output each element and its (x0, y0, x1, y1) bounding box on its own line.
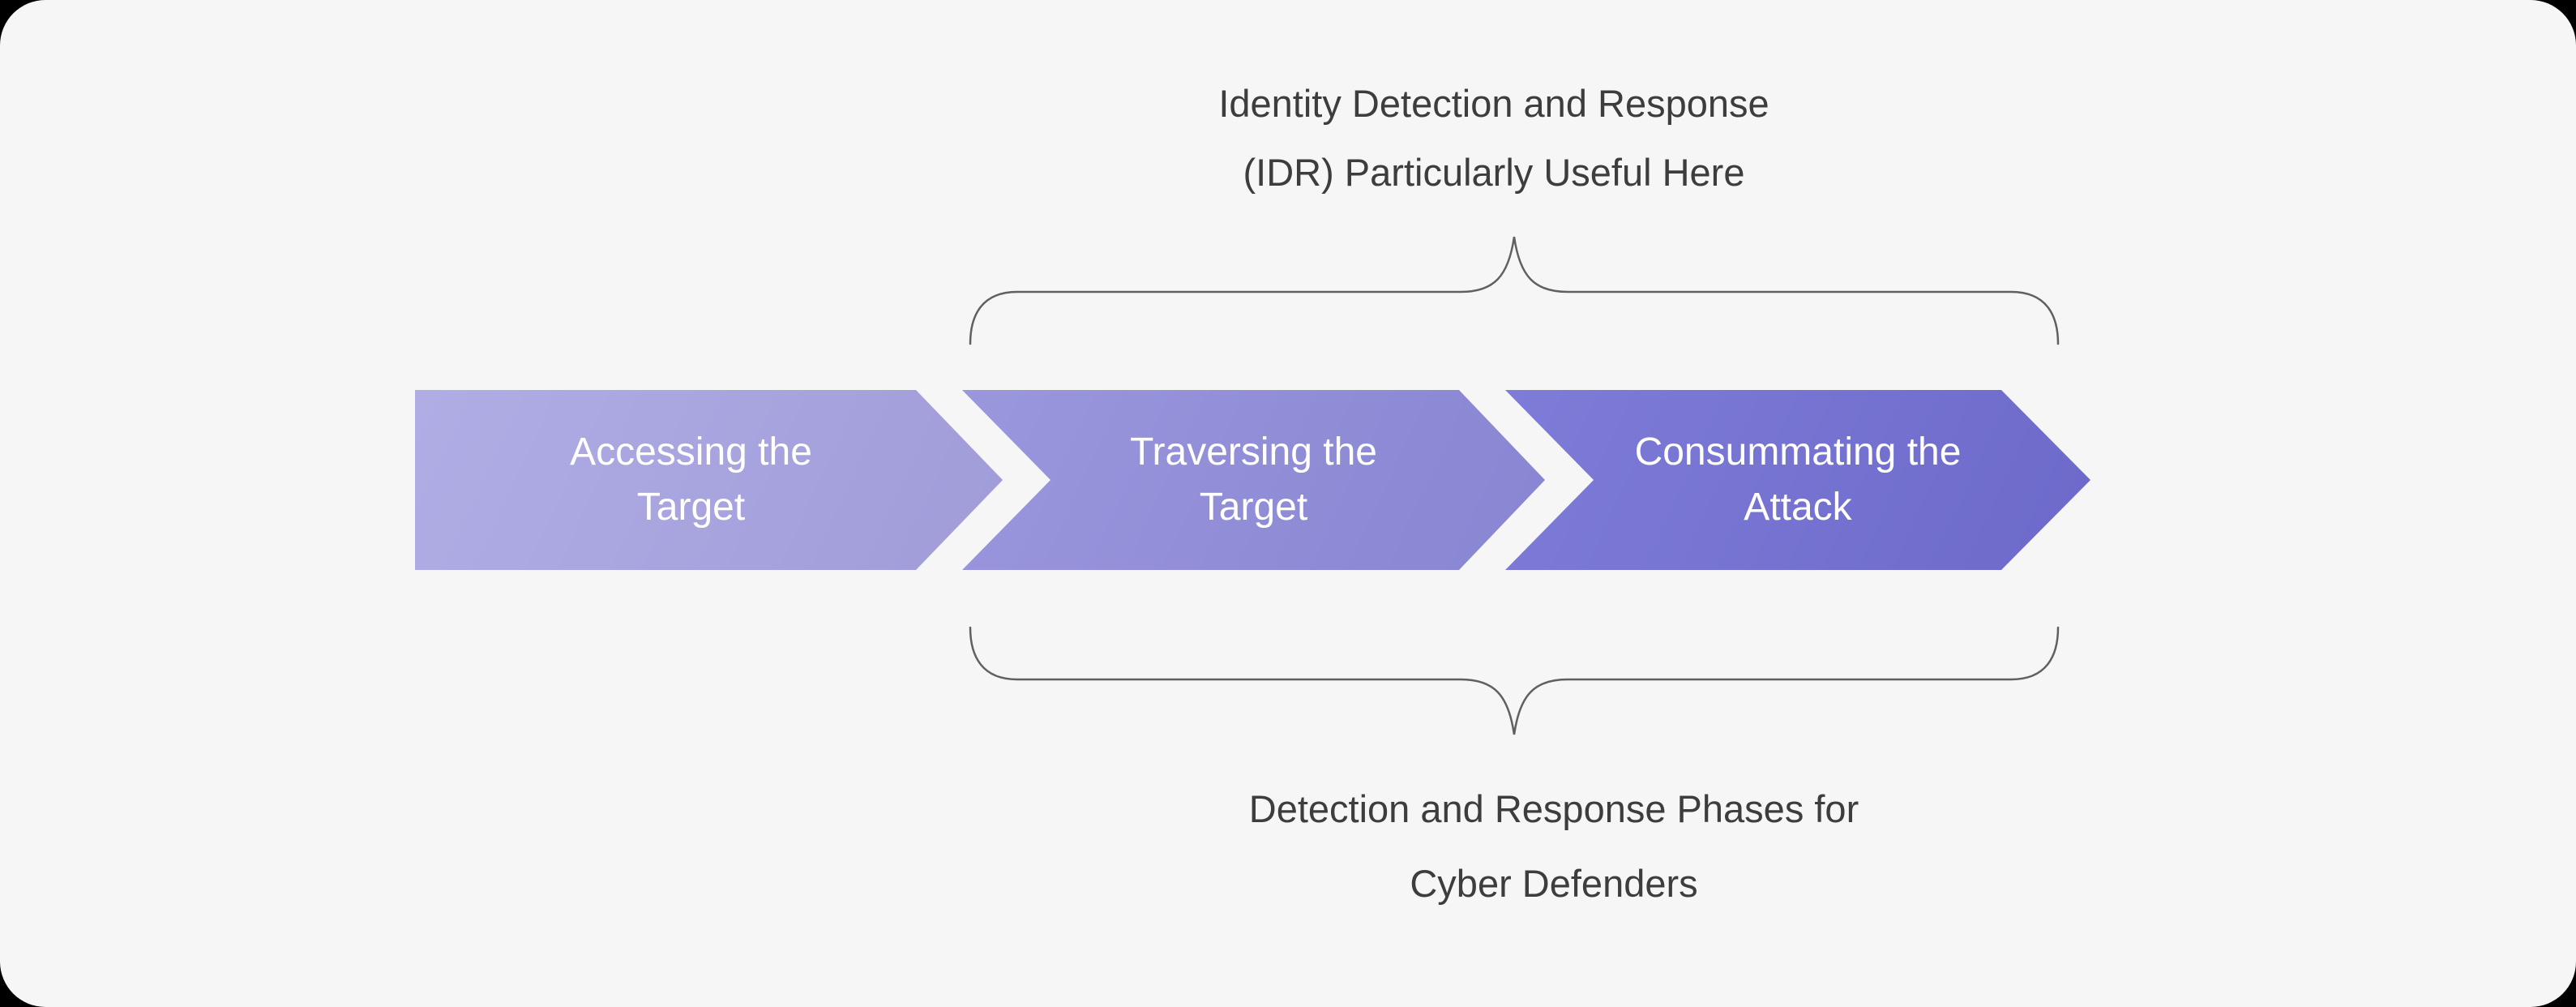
top-annotation-line2: (IDR) Particularly Useful Here (1243, 150, 1745, 194)
bottom-annotation-line1: Detection and Response Phases for (1248, 787, 1859, 830)
phase-arrow-consummating-the-attack: Consummating the Attack (1505, 390, 2090, 570)
arrow-label-line2: Attack (1744, 486, 1852, 529)
arrow-label-line1: Consummating the (1634, 430, 1962, 474)
bottom-annotation: Detection and Response Phases for Cyber … (1249, 772, 1859, 920)
arrow-label-line2: Target (636, 486, 746, 529)
phase-arrow-traversing-the-target: Traversing the Target (962, 390, 1545, 570)
arrow-label-line2: Target (1199, 486, 1308, 529)
top-annotation: Identity Detection and Response (IDR) Pa… (1218, 70, 1769, 207)
phase-arrow-accessing-the-target: Accessing the Target (415, 390, 1003, 570)
top-curly-brace (969, 236, 2060, 345)
top-annotation-line1: Identity Detection and Response (1218, 82, 1769, 125)
bottom-annotation-line2: Cyber Defenders (1410, 861, 1698, 905)
arrow-label-line1: Traversing the (1129, 430, 1377, 474)
arrow-label-line1: Accessing the (570, 430, 812, 474)
bottom-curly-brace (969, 626, 2060, 735)
